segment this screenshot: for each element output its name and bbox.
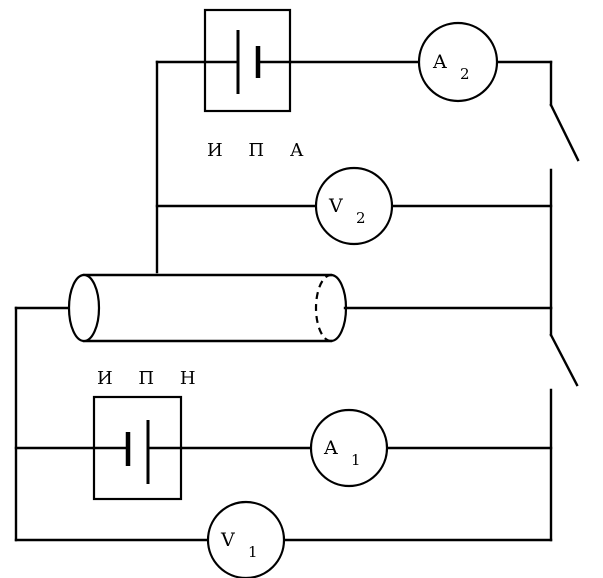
cylinder-sample [67, 273, 348, 343]
lower-switch [549, 306, 579, 387]
ammeter-a2-index: 2 [460, 65, 470, 83]
source-lower-label: И П Н [97, 368, 206, 389]
voltmeter-v2-index: 2 [356, 209, 366, 227]
ammeter-a2: A 2 [417, 21, 499, 103]
ammeter-a1-letter: A [323, 437, 338, 459]
voltmeter-v1: V 1 [206, 500, 286, 578]
ammeter-a1: A 1 [309, 408, 389, 488]
voltmeter-v1-letter: V [220, 529, 235, 551]
source-upper [203, 8, 292, 113]
voltmeter-v2: V 2 [314, 166, 394, 246]
cylinder-left-end [67, 273, 101, 343]
cylinder-right-end-hidden [314, 273, 332, 343]
ammeter-a2-letter: A [432, 51, 447, 73]
source-lower [92, 395, 183, 501]
source-upper-label: И П А [207, 140, 313, 161]
voltmeter-v1-index: 1 [248, 543, 258, 561]
ammeter-a1-index: 1 [351, 451, 361, 469]
cylinder-right-end-visible [330, 273, 348, 343]
voltmeter-v2-letter: V [328, 195, 343, 217]
upper-wiring [155, 60, 553, 274]
lower-wiring [14, 306, 553, 542]
upper-switch [549, 103, 580, 310]
